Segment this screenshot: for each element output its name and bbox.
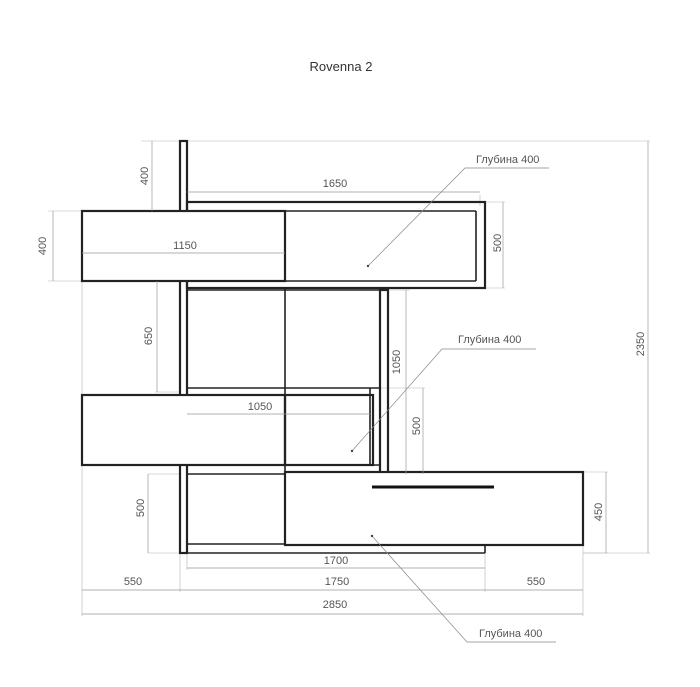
dim-top-width-label: 1650 bbox=[323, 178, 347, 190]
dimension-top-box-height: 400 bbox=[37, 211, 54, 281]
middle-post bbox=[378, 288, 390, 476]
dimension-mid-vertical: 1050 bbox=[391, 290, 407, 474]
depth-note-top: Глубина 400 bbox=[366, 154, 549, 268]
dimension-left-offset: 550 bbox=[82, 576, 180, 591]
dim-bottom-left-height-label: 500 bbox=[135, 499, 147, 517]
top-box bbox=[80, 209, 287, 283]
dimension-mid-box-height: 500 bbox=[411, 388, 424, 474]
dim-right-offset-label: 550 bbox=[527, 576, 545, 588]
drawing-title: Rovenna 2 bbox=[310, 59, 373, 74]
dimension-right-offset: 550 bbox=[485, 576, 583, 591]
furniture-body bbox=[80, 139, 585, 555]
dimension-upper-post: 400 bbox=[139, 141, 153, 211]
dimension-bottom-width: 1700 bbox=[187, 555, 485, 569]
dim-mid-box-height-label: 500 bbox=[411, 417, 423, 435]
dim-top-box-height-label: 400 bbox=[37, 237, 49, 255]
dim-upper-post-label: 400 bbox=[139, 167, 151, 185]
left-post bbox=[178, 139, 189, 555]
dim-center-width-label: 1750 bbox=[325, 576, 349, 588]
dim-mid-shelf-width-label: 1050 bbox=[248, 401, 272, 413]
dimension-mid-gap: 650 bbox=[143, 281, 158, 392]
dim-top-right-height-label: 500 bbox=[492, 234, 504, 252]
depth-note-bottom: Глубина 400 bbox=[370, 534, 556, 643]
depth-note-middle: Глубина 400 bbox=[350, 334, 536, 453]
depth-note-top-label: Глубина 400 bbox=[476, 154, 539, 166]
dim-left-offset-label: 550 bbox=[124, 576, 142, 588]
dim-bottom-width-label: 1700 bbox=[324, 555, 348, 567]
dim-mid-vertical-label: 1050 bbox=[391, 350, 403, 374]
bottom-drawer bbox=[283, 470, 585, 547]
dimension-top-width: 1650 bbox=[187, 178, 480, 193]
dimension-bottom-left-height: 500 bbox=[135, 474, 149, 553]
depth-note-bottom-label: Глубина 400 bbox=[479, 628, 542, 640]
dimension-bottom-right-height: 450 bbox=[593, 472, 607, 553]
dim-total-width-label: 2850 bbox=[323, 599, 347, 611]
dim-total-height-label: 2350 bbox=[635, 332, 647, 356]
dimension-mid-shelf-width: 1050 bbox=[187, 401, 370, 415]
dim-bottom-right-height-label: 450 bbox=[593, 503, 605, 521]
middle-right-box bbox=[283, 393, 375, 467]
dimension-center-width: 1750 bbox=[180, 576, 485, 591]
middle-box bbox=[80, 393, 287, 467]
dim-mid-gap-label: 650 bbox=[143, 327, 155, 345]
dimension-top-right-height: 500 bbox=[492, 202, 504, 288]
dimension-top-box-width: 1150 bbox=[82, 240, 285, 254]
dimension-total-width: 2850 bbox=[82, 599, 583, 615]
dim-top-box-width-label: 1150 bbox=[173, 240, 197, 252]
dimension-total-height: 2350 bbox=[635, 141, 649, 553]
depth-note-middle-label: Глубина 400 bbox=[458, 334, 521, 346]
